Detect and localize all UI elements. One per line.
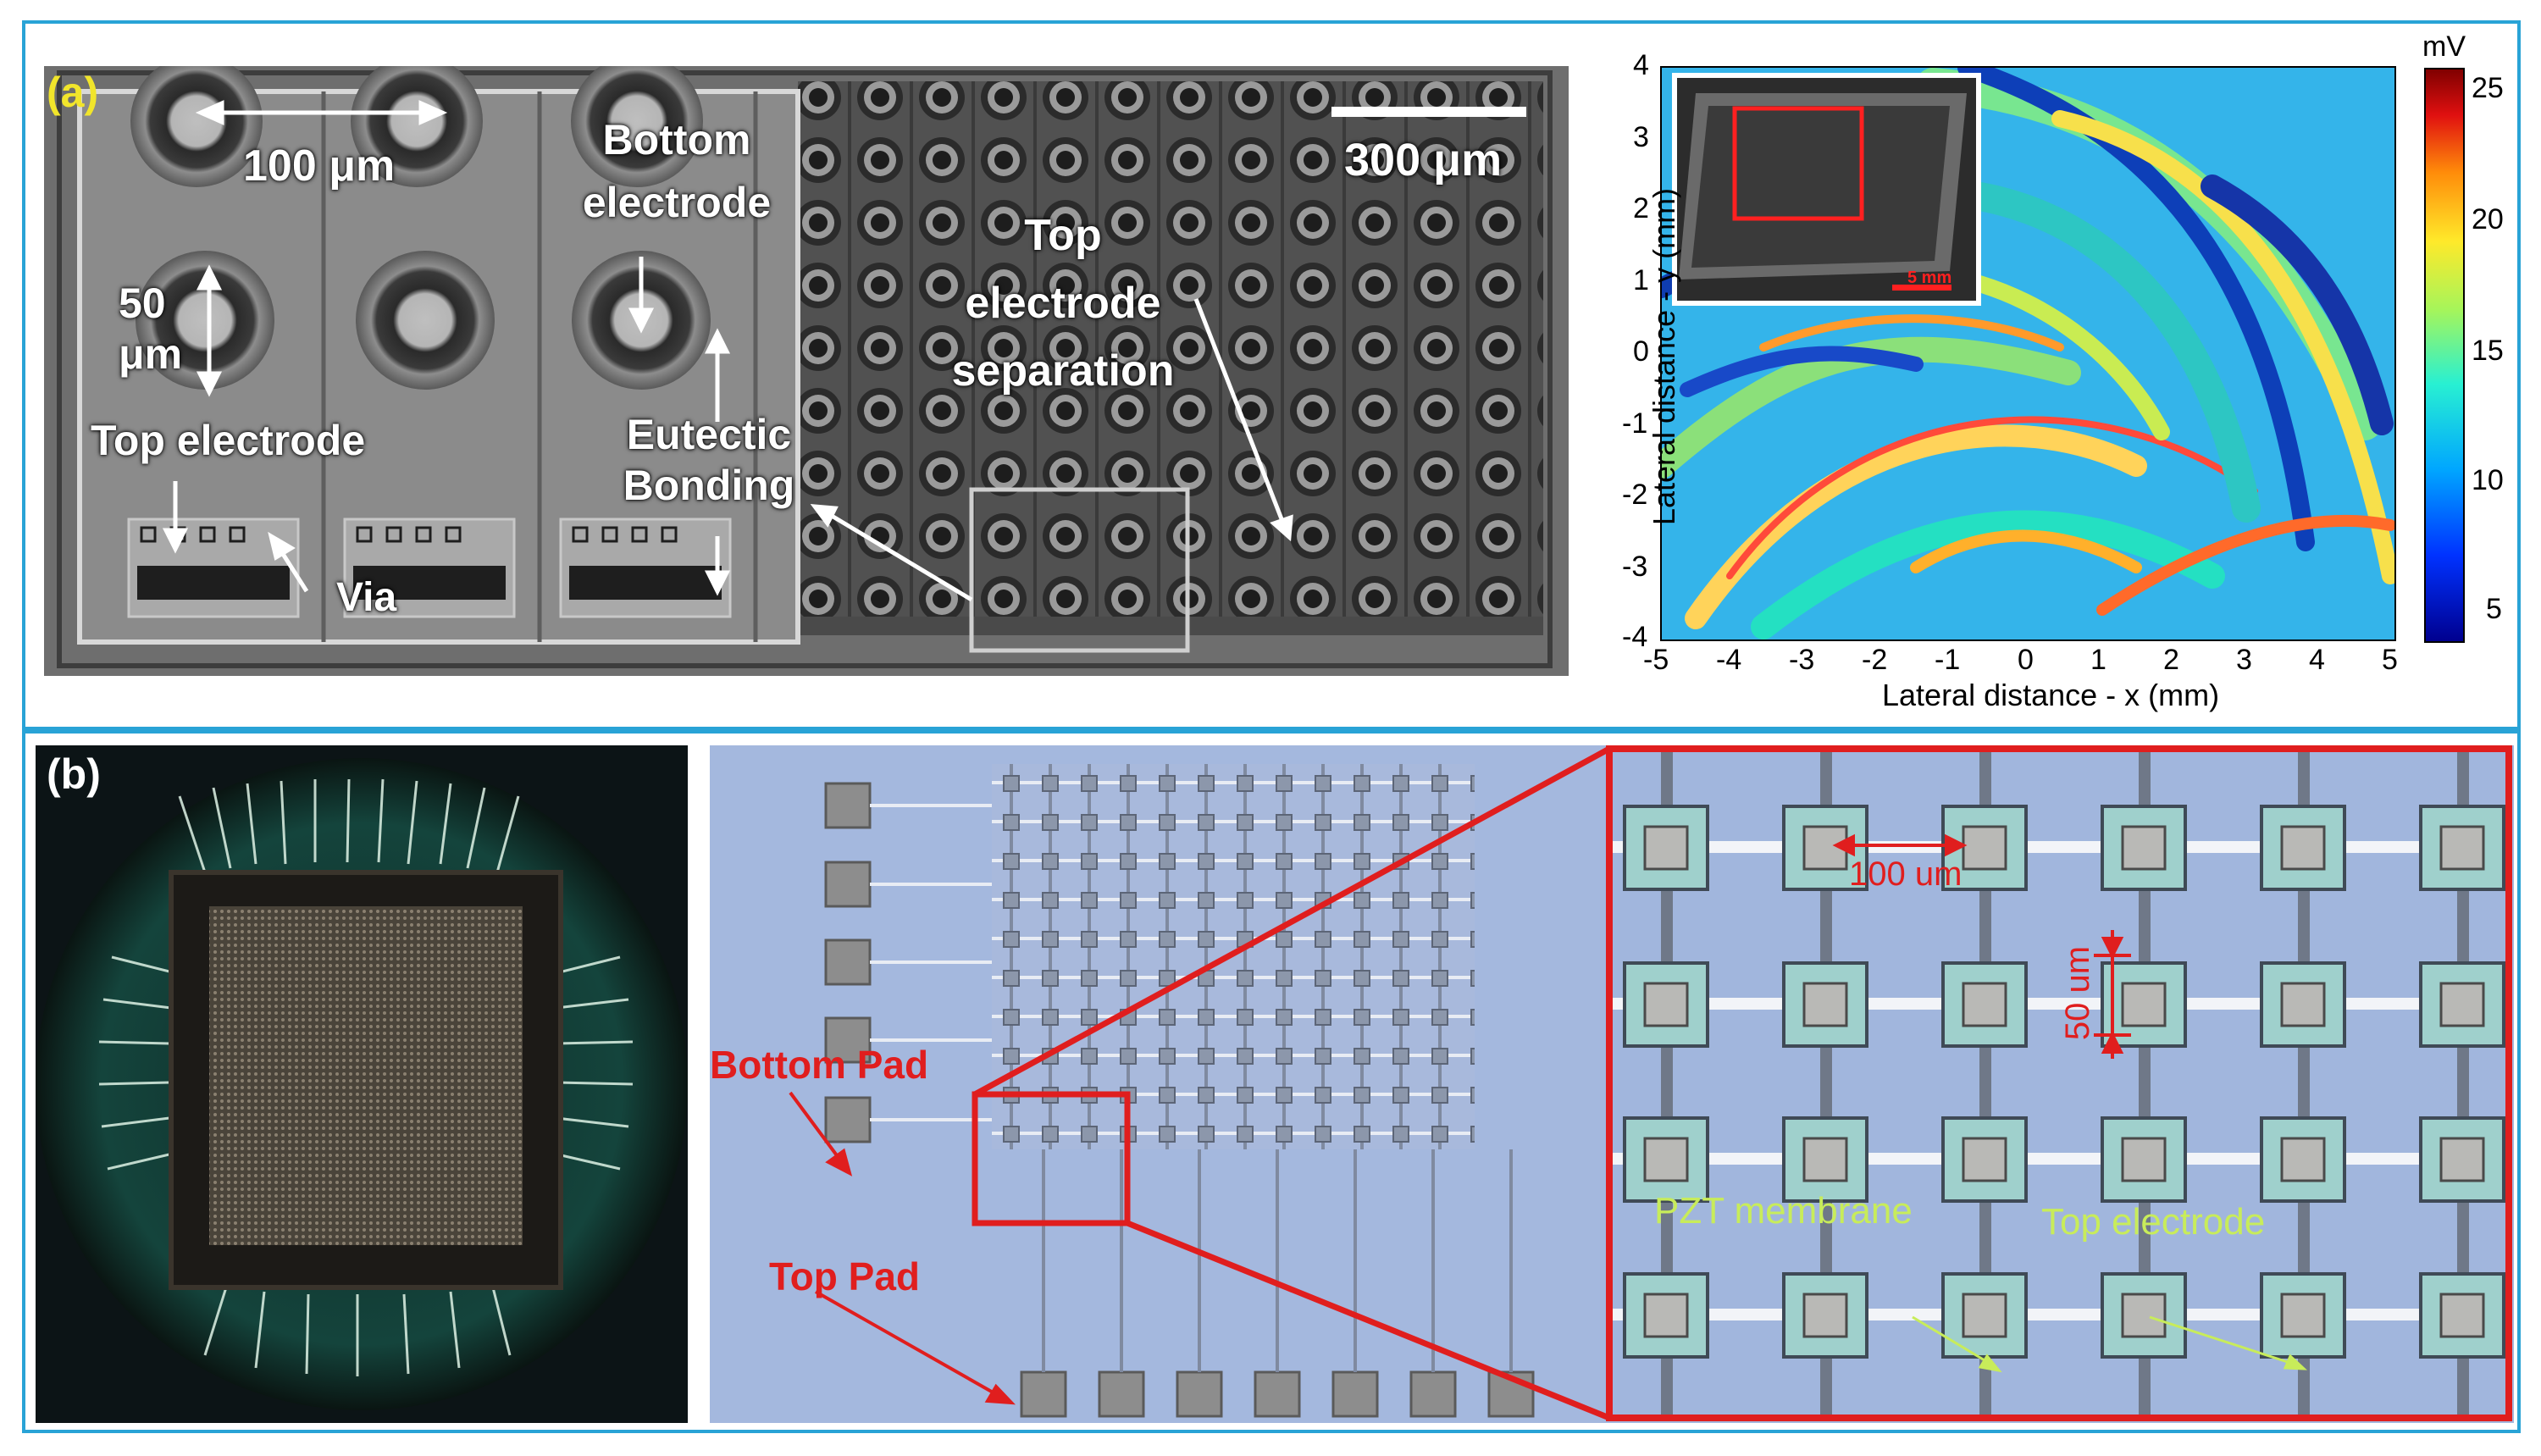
colorbar-tick-5: 5 [2486, 593, 2502, 625]
pitch-100-label: 100 um [1849, 855, 1962, 893]
size-50-label: 50 um [2059, 945, 2097, 1041]
micrograph-svg [44, 66, 1569, 676]
top-electrode-b-label: Top electrode [2041, 1201, 2266, 1243]
fingerprint-heatmap: 5 mm [1660, 66, 2396, 641]
x-tick: 1 [2090, 644, 2106, 676]
x-tick: 4 [2309, 644, 2325, 676]
dim-100-label: 100 μm [243, 141, 396, 191]
x-tick: -3 [1789, 644, 1815, 676]
heatmap-x-label: Lateral distance - x (mm) [1882, 678, 2220, 712]
y-tick: 4 [1633, 49, 1649, 81]
bottom-electrode-label: Bottom electrode [582, 116, 772, 226]
panel-b-frame [22, 730, 2521, 1433]
chip-photo-svg [36, 745, 688, 1423]
top-electrode-separation-label: Top electrode separation [951, 211, 1175, 396]
y-tick: -3 [1622, 551, 1648, 583]
x-tick: 5 [2382, 644, 2398, 676]
packaged-chip-photo [36, 745, 688, 1423]
array-micrograph: Bottom Pad Top Pad 100 um 50 um PZT memb… [710, 745, 2514, 1423]
y-tick: 2 [1633, 192, 1649, 224]
top-electrode-label: Top electrode [91, 417, 366, 464]
pmut-micrograph: 100 μm Bottom electrode 300 μm 50 μm Top… [44, 66, 1569, 676]
x-tick: 0 [2018, 644, 2034, 676]
array-micrograph-svg [710, 745, 2514, 1423]
y-tick: 1 [1633, 264, 1649, 296]
y-tick: 3 [1633, 121, 1649, 153]
bottom-pad-label: Bottom Pad [710, 1043, 929, 1087]
x-tick: 3 [2236, 644, 2252, 676]
panel-a-frame [22, 20, 2521, 730]
eutectic-bonding-label: Eutectic Bonding [623, 411, 795, 509]
y-tick: 0 [1633, 335, 1649, 368]
via-label: Via [336, 575, 397, 620]
colorbar [2424, 68, 2465, 643]
panel-b-tag: (b) [47, 750, 101, 798]
panel-a-tag: (a) [47, 69, 99, 116]
x-tick: -5 [1643, 644, 1669, 676]
dim-50-label: 50 μm [119, 280, 183, 378]
inset-scale-label: 5 mm [1907, 269, 1952, 287]
x-tick: -1 [1935, 644, 1961, 676]
heatmap-svg [1662, 68, 2394, 639]
colorbar-tick-15: 15 [2472, 335, 2504, 367]
y-tick: -1 [1622, 407, 1648, 440]
heatmap-y-label: Lateral distance - y (mm) [1647, 187, 1681, 526]
colorbar-unit: mV [2422, 30, 2466, 63]
colorbar-tick-20: 20 [2472, 203, 2504, 235]
y-tick: -4 [1622, 621, 1648, 653]
colorbar-tick-10: 10 [2472, 464, 2504, 496]
x-tick: 2 [2163, 644, 2179, 676]
scale-bar-300-label: 300 μm [1344, 135, 1503, 185]
y-tick: -2 [1622, 479, 1648, 511]
colorbar-tick-25: 25 [2472, 72, 2504, 104]
pzt-membrane-label: PZT membrane [1654, 1190, 1913, 1232]
x-tick: -2 [1862, 644, 1888, 676]
x-tick: -4 [1716, 644, 1742, 676]
top-pad-label: Top Pad [769, 1254, 921, 1298]
